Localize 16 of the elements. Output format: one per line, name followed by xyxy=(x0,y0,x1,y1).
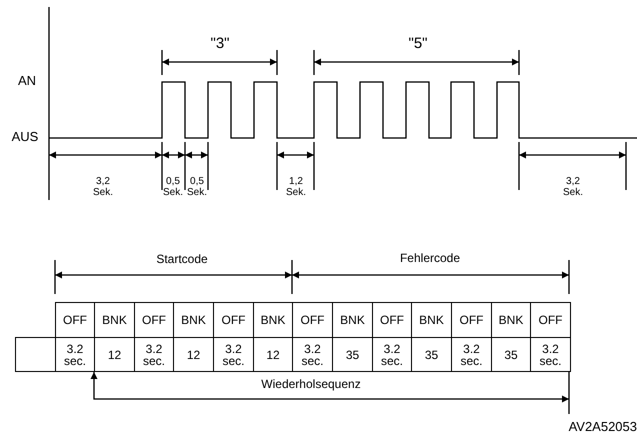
section-label: Fehlercode xyxy=(398,252,462,266)
level-label: AN xyxy=(16,74,38,88)
dimension-label: 3,2 Sek. xyxy=(92,176,114,198)
count-label: "3" xyxy=(210,36,230,52)
sequence-label: Wiederholsequenz xyxy=(260,378,362,392)
table-cell: OFF xyxy=(530,302,571,338)
figure-code: AV2A52053 xyxy=(568,420,637,434)
table-cell: 3.2 sec. xyxy=(530,337,571,372)
dimension-label: 3,2 Sek. xyxy=(562,176,584,198)
dimension-label: 0,5 Sek. xyxy=(162,176,184,198)
section-label: Startcode xyxy=(155,253,209,266)
table-cell: OFF xyxy=(55,302,95,338)
level-label: AUS xyxy=(10,130,40,144)
count-label: "5" xyxy=(408,36,428,52)
dimension-label: 0,5 Sek. xyxy=(186,176,208,198)
dimension-label: 1,2 Sek. xyxy=(284,176,307,198)
